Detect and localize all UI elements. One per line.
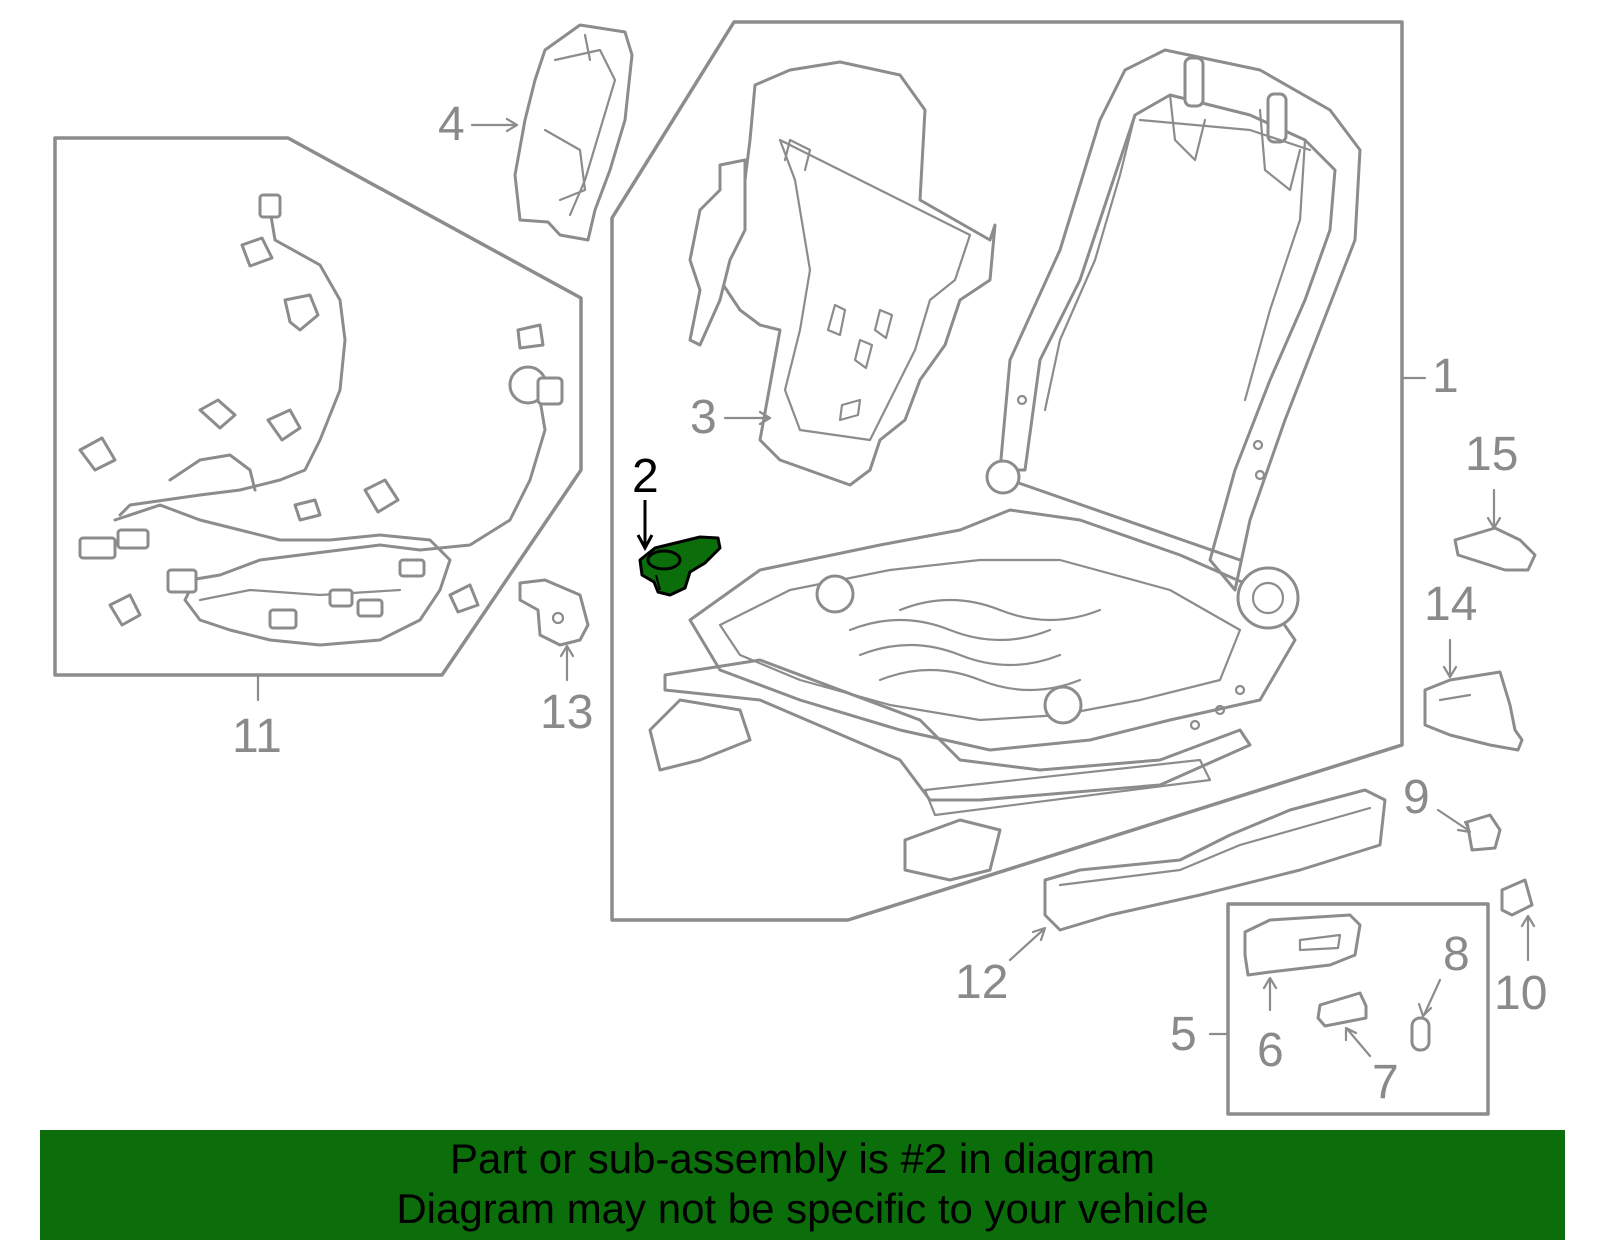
callout-6: 6 [1257, 1024, 1284, 1077]
callout-4: 4 [438, 98, 465, 151]
lumbar-support-part [688, 60, 997, 487]
part-6 [1243, 913, 1362, 977]
info-banner: Part or sub-assembly is #2 in diagram Di… [40, 1130, 1565, 1240]
seat-frame-group-box [610, 20, 1404, 922]
callout-15: 15 [1465, 428, 1518, 481]
callout-2: 2 [632, 450, 659, 503]
callout-3: 3 [690, 391, 717, 444]
side-shield-part [513, 23, 634, 242]
banner-line-2: Diagram may not be specific to your vehi… [396, 1185, 1209, 1232]
part-14 [1423, 670, 1524, 752]
part-15 [1453, 526, 1537, 572]
callout-9: 9 [1403, 771, 1430, 824]
part-9 [1465, 813, 1502, 852]
seat-frame-part [648, 48, 1362, 882]
wire-harness-part [78, 193, 564, 647]
bracket-part-13 [518, 578, 590, 647]
callout-5: 5 [1170, 1008, 1197, 1061]
part-8 [1410, 1016, 1431, 1052]
callout-14: 14 [1424, 578, 1477, 631]
callout-7: 7 [1372, 1056, 1399, 1109]
part-7 [1316, 991, 1368, 1028]
banner-line-1: Part or sub-assembly is #2 in diagram [450, 1135, 1155, 1182]
switch-group-box [1226, 902, 1490, 1116]
callout-8: 8 [1443, 928, 1470, 981]
leader-lines [256, 117, 1536, 1058]
highlighted-part-2 [638, 535, 722, 597]
callout-11: 11 [232, 710, 282, 763]
harness-group-box [53, 136, 583, 677]
highlighted-part-2-boss [646, 549, 682, 571]
callout-13: 13 [540, 686, 593, 739]
callout-1: 1 [1432, 350, 1459, 403]
callout-10: 10 [1494, 967, 1547, 1020]
cover-part-12 [1043, 788, 1387, 932]
callout-12: 12 [955, 956, 1008, 1009]
part-10 [1500, 878, 1534, 917]
